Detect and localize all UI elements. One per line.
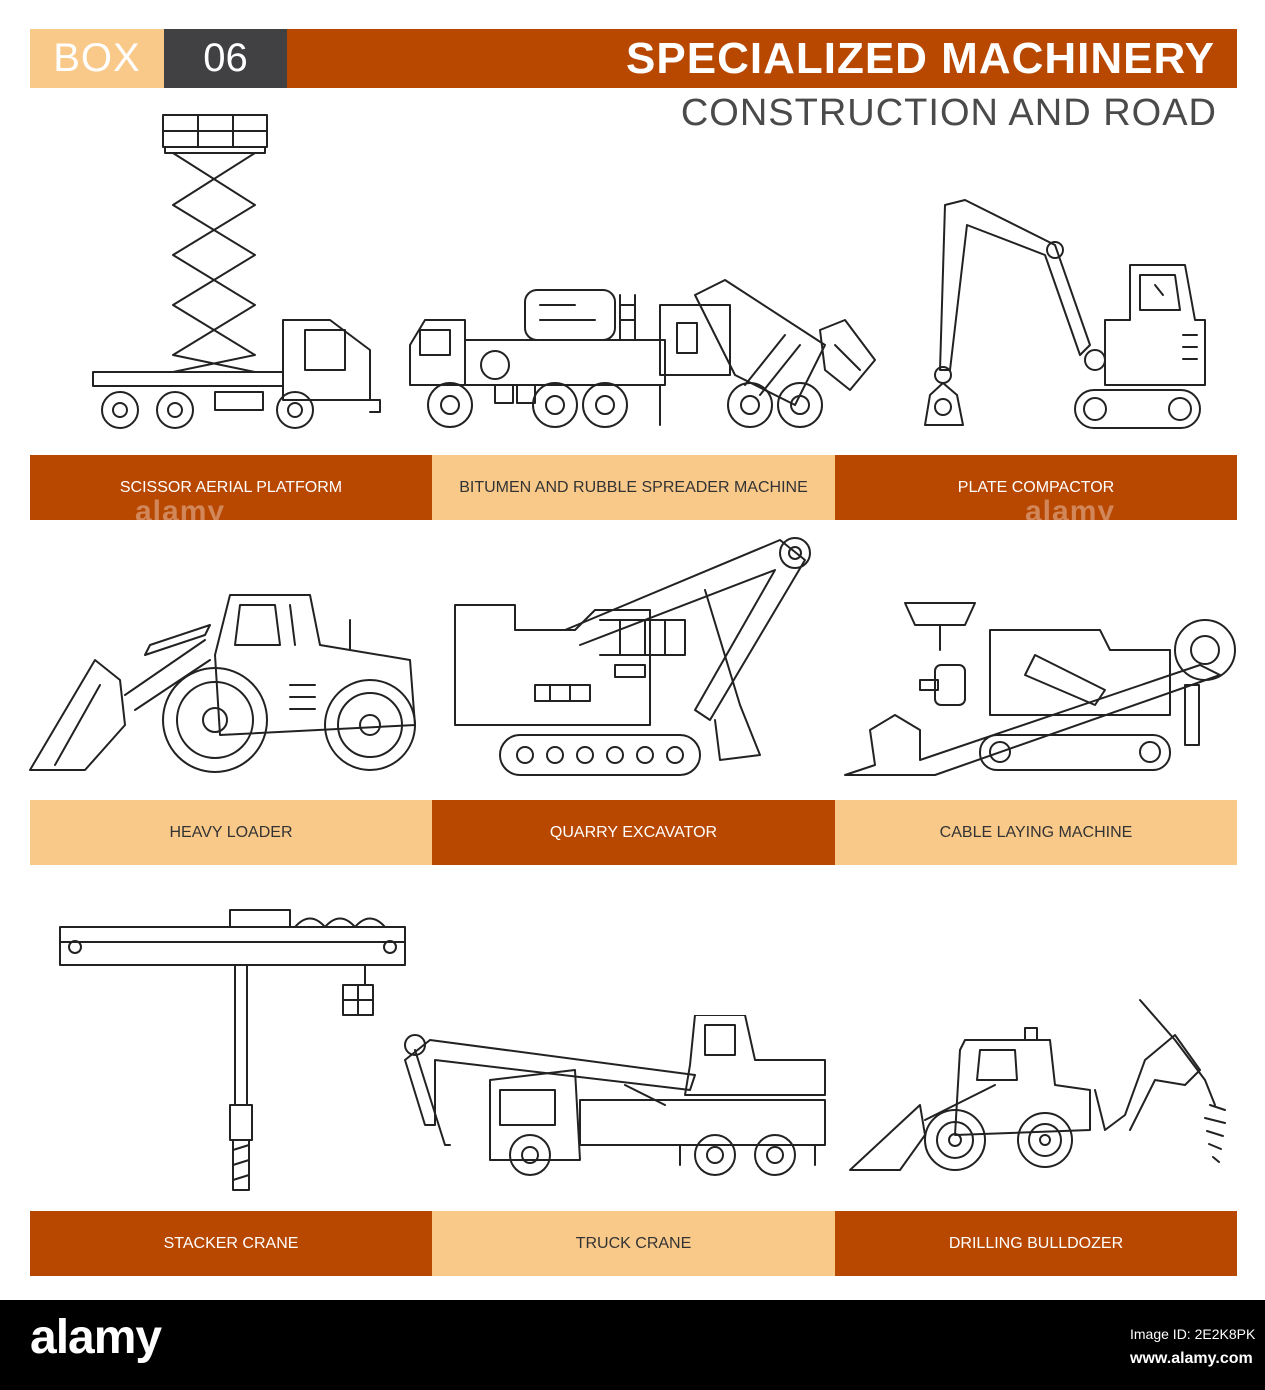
image-id: Image ID: 2E2K8PK [1130,1326,1256,1342]
cable-layer-icon [840,595,1240,780]
box-number: 06 [164,29,287,88]
watermark: alamy [1025,495,1116,528]
drilling-bulldozer-icon [845,990,1235,1175]
label-plate-compactor: PLATE COMPACTOR [835,455,1237,520]
watermark: alamy [135,495,226,528]
alamy-logo: alamy [30,1311,162,1364]
label-truck-crane: TRUCK CRANE [432,1211,835,1276]
label-bitumen-spreader: BITUMEN AND RUBBLE SPREADER MACHINE [432,455,835,520]
stacker-crane-icon [55,905,410,1195]
label-cable-laying-machine: CABLE LAYING MACHINE [835,800,1237,865]
spreader-truck-icon [405,275,890,445]
wheel-loader-icon [25,585,425,775]
label-quarry-excavator: QUARRY EXCAVATOR [432,800,835,865]
alamy-url: www.alamy.com [1130,1350,1253,1367]
quarry-excavator-icon [450,535,820,780]
label-drilling-bulldozer: DRILLING BULLDOZER [835,1211,1237,1276]
footer-bar [0,1300,1265,1390]
page-title: SPECIALIZED MACHINERY [287,29,1237,88]
label-scissor-aerial-platform: SCISSOR AERIAL PLATFORM [30,455,432,520]
label-heavy-loader: HEAVY LOADER [30,800,432,865]
box-label: BOX [30,29,164,88]
truck-crane-icon [395,1015,835,1180]
label-stacker-crane: STACKER CRANE [30,1211,432,1276]
page-subtitle: CONSTRUCTION AND ROAD [680,92,1217,134]
scissor-lift-icon [85,110,395,440]
mini-excavator-compactor-icon [905,195,1215,440]
